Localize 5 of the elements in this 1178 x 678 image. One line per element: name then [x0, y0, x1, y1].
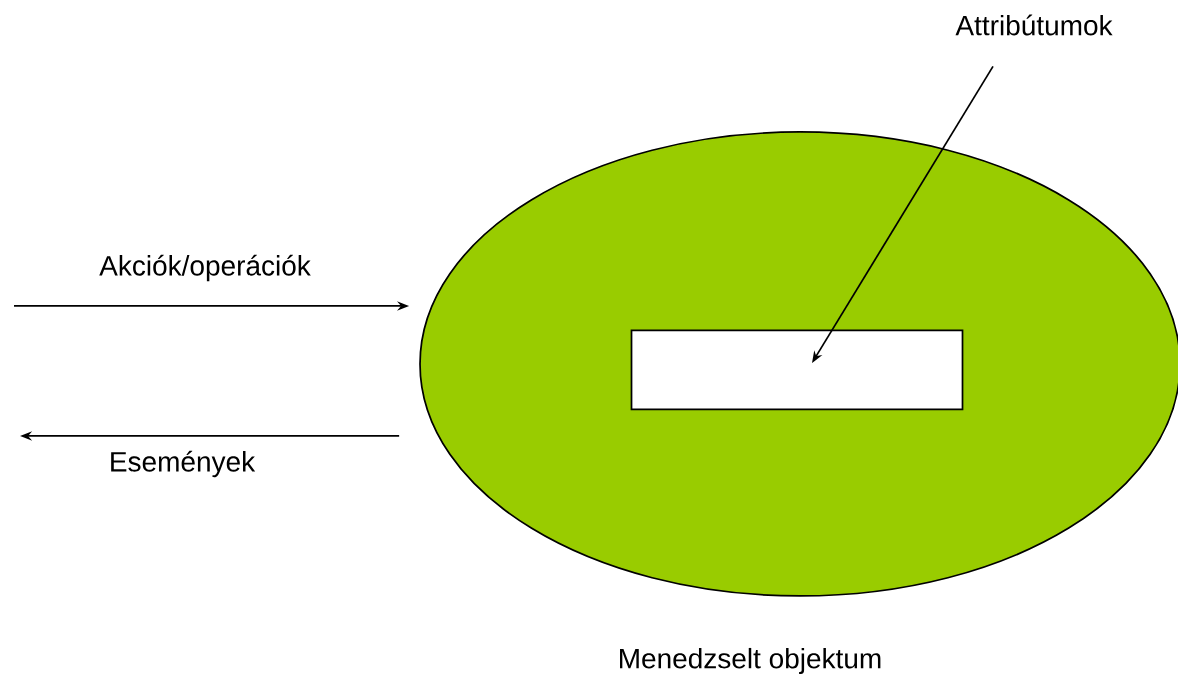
node-label: Menedzselt objektum: [620, 647, 881, 675]
callout-text: Attribútumok: [955, 14, 1113, 36]
edge-label: Események: [111, 450, 256, 478]
rectangle: [630, 329, 964, 411]
edge-label: Akciók/operációk: [99, 254, 311, 282]
